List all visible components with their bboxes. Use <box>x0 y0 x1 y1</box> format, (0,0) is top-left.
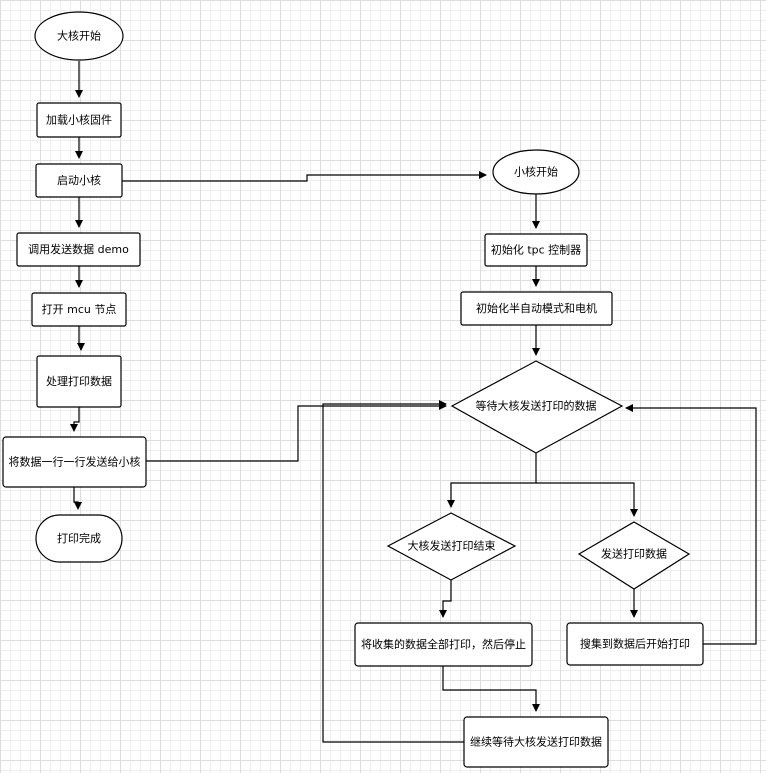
node-print-all-stop: 将收集的数据全部打印，然后停止 <box>354 622 533 667</box>
edge-print-all-stop-to-continue-wait <box>442 666 540 712</box>
node-send-lines: 将数据一行一行发送给小核 <box>2 436 147 488</box>
node-load-fw-label: 加载小核固件 <box>46 113 112 127</box>
node-process-print: 处理打印数据 <box>36 355 122 408</box>
node-small-start-label: 小核开始 <box>514 165 558 179</box>
node-send-data-label: 发送打印数据 <box>601 547 667 561</box>
edge-wait-data-to-send-data <box>536 482 638 517</box>
node-open-mcu-label: 打开 mcu 节点 <box>42 302 117 316</box>
node-process-print-label: 处理打印数据 <box>46 374 112 388</box>
edge-send-lines-to-print-done <box>73 487 82 510</box>
node-load-fw: 加载小核固件 <box>36 102 122 138</box>
node-continue-wait: 继续等待大核发送打印数据 <box>463 716 609 768</box>
node-call-demo-label: 调用发送数据 demo <box>28 242 129 256</box>
node-big-start-label: 大核开始 <box>57 29 101 43</box>
node-big-end: 大核发送打印结束 <box>386 512 517 581</box>
edge-send-lines-to-wait-data <box>146 402 447 462</box>
node-init-tpc-label: 初始化 tpc 控制器 <box>491 243 581 257</box>
node-collect-print: 搜集到数据后开始打印 <box>566 622 704 666</box>
node-init-tpc: 初始化 tpc 控制器 <box>484 233 588 267</box>
node-start-small-label: 启动小核 <box>57 173 101 187</box>
edge-collect-print-to-wait-data <box>625 404 757 645</box>
node-big-end-label: 大核发送打印结束 <box>408 539 496 553</box>
node-open-mcu: 打开 mcu 节点 <box>31 292 127 327</box>
node-continue-wait-label: 继续等待大核发送打印数据 <box>470 735 602 749</box>
edge-big-end-to-print-all-stop <box>439 580 452 618</box>
edge-open-mcu-to-process-print <box>77 326 85 351</box>
node-call-demo: 调用发送数据 demo <box>16 232 141 267</box>
node-print-done: 打印完成 <box>35 514 123 563</box>
node-small-start: 小核开始 <box>492 149 580 195</box>
node-print-all-stop-label: 将收集的数据全部打印，然后停止 <box>361 637 526 651</box>
node-start-small: 启动小核 <box>35 163 123 198</box>
node-init-motor-label: 初始化半自动模式和电机 <box>476 301 597 315</box>
edge-continue-wait-to-wait-data <box>322 400 464 743</box>
edge-wait-data-to-big-end <box>447 453 537 508</box>
node-send-data: 发送打印数据 <box>577 521 691 590</box>
node-init-motor: 初始化半自动模式和电机 <box>460 291 613 326</box>
node-wait-data-label: 等待大核发送打印的数据 <box>476 399 597 413</box>
node-big-start: 大核开始 <box>34 11 124 61</box>
node-send-lines-label: 将数据一行一行发送给小核 <box>9 455 141 469</box>
node-print-done-label: 打印完成 <box>57 531 101 545</box>
node-collect-print-label: 搜集到数据后开始打印 <box>580 637 690 651</box>
edge-process-print-to-send-lines <box>70 407 80 432</box>
node-wait-data: 等待大核发送打印的数据 <box>450 360 624 454</box>
edges <box>70 61 757 743</box>
edge-start-small-to-small-start <box>122 171 487 182</box>
